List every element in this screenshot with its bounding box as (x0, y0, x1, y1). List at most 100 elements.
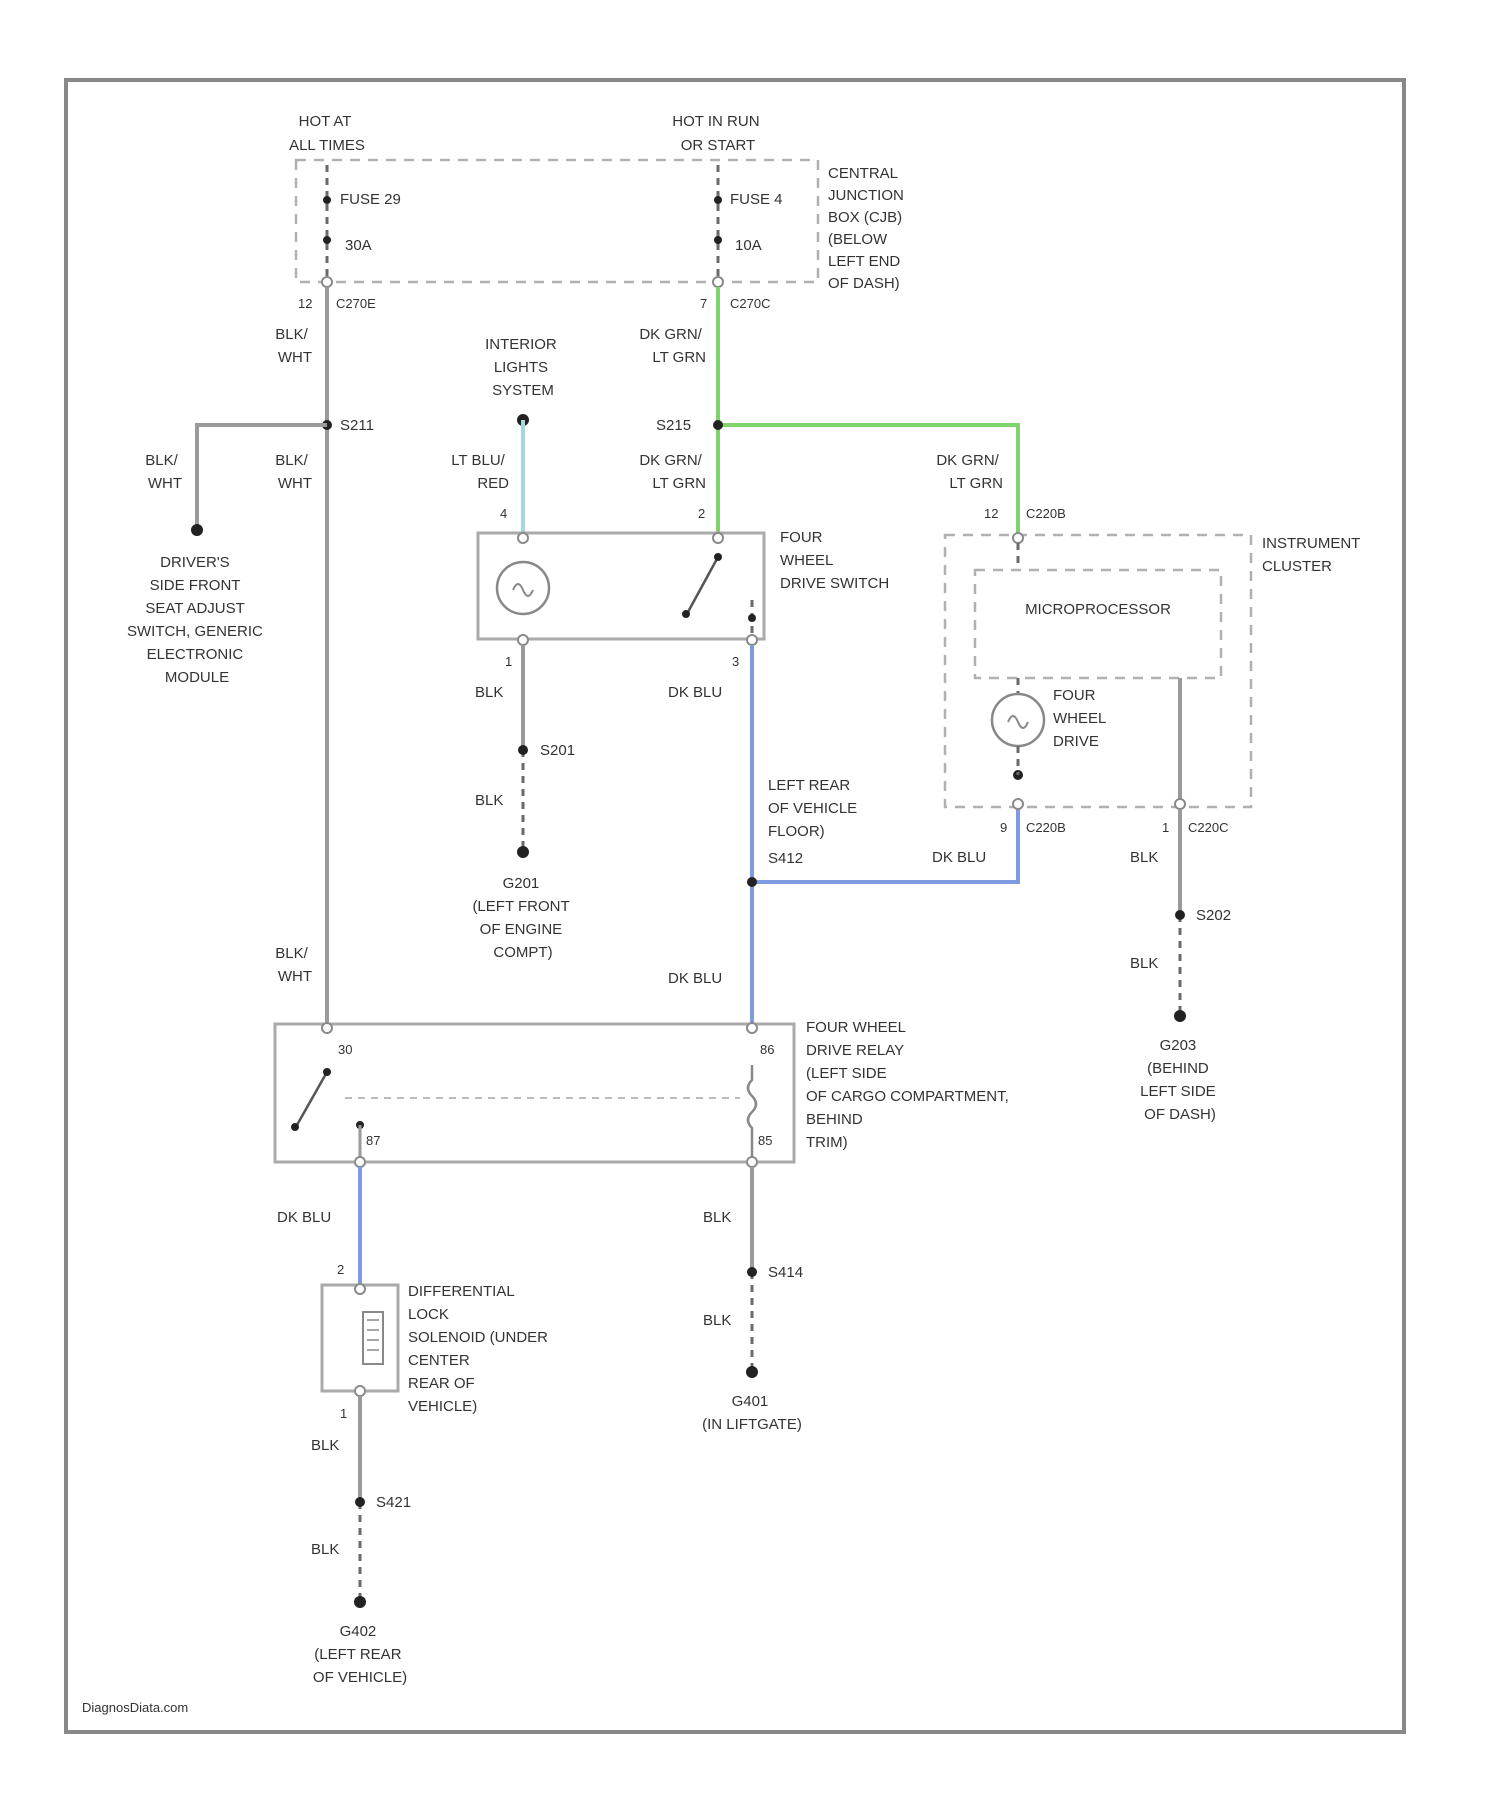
four-wheel-drive-indicator-label: FOUR WHEEL DRIVE (1053, 687, 1110, 750)
sw-pin-3: 3 (732, 654, 739, 669)
dk-blu-label-1: DK BLU (668, 684, 722, 701)
differential-lock-solenoid[interactable] (322, 1285, 398, 1391)
relay-pin-86: 86 (760, 1042, 774, 1057)
cjb-label: CENTRAL JUNCTION BOX (CJB) (BELOW LEFT E… (828, 165, 908, 292)
ground-g402 (354, 1596, 366, 1608)
dk-blu-label-2: DK BLU (932, 849, 986, 866)
dk-blu-label-4: DK BLU (277, 1209, 331, 1226)
ground-g203-label: G203 (BEHIND LEFT SIDE OF DASH) (1140, 1037, 1220, 1123)
splice-s412 (747, 877, 757, 887)
central-junction-box (296, 160, 818, 282)
instrument-cluster-label: INSTRUMENT CLUSTER (1262, 535, 1364, 575)
ic-pin-9: 9 (1000, 820, 1007, 835)
ic-connector-c220b-bottom: C220B (1026, 820, 1066, 835)
ground-g402-label: G402 (LEFT REAR OF VEHICLE) (313, 1623, 407, 1686)
splice-s211-label: S211 (340, 417, 374, 434)
blk-label-sol-1: BLK (311, 1437, 339, 1454)
blk-label-ic-2: BLK (1130, 955, 1158, 972)
dk-blu-label-3: DK BLU (668, 970, 722, 987)
relay-switch-pivot (323, 1068, 331, 1076)
fuse-29-terminal-bottom (323, 236, 331, 244)
c270c-pin-number: 7 (700, 296, 707, 311)
sw-pin-2: 2 (698, 506, 705, 521)
splice-s421-label: S421 (376, 1494, 411, 1511)
relay-pin-30: 30 (338, 1042, 352, 1057)
fuse-29-label: FUSE 29 (340, 191, 401, 208)
switch-contact-pivot (714, 553, 722, 561)
sol-pin-1: 1 (340, 1406, 347, 1421)
splice-s414-label: S414 (768, 1264, 803, 1281)
sw-pin-2-terminal (713, 533, 723, 543)
sol-pin-2: 2 (337, 1262, 344, 1277)
relay-pin-87: 87 (366, 1133, 380, 1148)
fuse-4-terminal-top (714, 196, 722, 204)
ground-g401-label: G401 (IN LIFTGATE) (702, 1393, 802, 1433)
blk-label-sol-2: BLK (311, 1541, 339, 1558)
blk-wht-label-4: BLK/ WHT (275, 945, 312, 985)
blk-label-relay-1: BLK (703, 1209, 731, 1226)
four-wheel-drive-relay[interactable] (275, 1024, 794, 1162)
splice-s215-label: S215 (656, 417, 691, 434)
splice-s201-label: S201 (540, 742, 575, 759)
blk-wht-label-3: BLK/ WHT (275, 452, 312, 492)
drivers-seat-connection-dot (191, 524, 203, 536)
c270e-connector-label: C270E (336, 296, 376, 311)
fuse-4-amp: 10A (735, 237, 762, 254)
footer-watermark: DiagnosDiata.com (82, 1700, 188, 1715)
switch-contact-end (682, 610, 690, 618)
microprocessor (975, 570, 1221, 678)
lt-blu-red-label: LT BLU/ RED (451, 452, 509, 492)
sw-pin-1-terminal (518, 635, 528, 645)
dk-grn-lt-grn-label-3: DK GRN/ LT GRN (936, 452, 1003, 492)
blk-label-relay-2: BLK (703, 1312, 731, 1329)
interior-lights-label: INTERIOR LIGHTS SYSTEM (485, 336, 561, 399)
sol-pin-2-terminal (355, 1284, 365, 1294)
fuse-29-amp: 30A (345, 237, 372, 254)
instrument-cluster[interactable] (945, 535, 1251, 807)
hot-all-times-label: HOT AT ALL TIMES (289, 113, 365, 154)
sol-pin-1-terminal (355, 1386, 365, 1396)
blk-label-sw-2: BLK (475, 792, 503, 809)
indicator-filament (1008, 716, 1028, 728)
ground-g201 (517, 846, 529, 858)
relay-switch-arm (297, 1072, 327, 1125)
fuse-29-terminal-top (323, 196, 331, 204)
c270c-pin (713, 277, 723, 287)
ground-g203 (1174, 1010, 1186, 1022)
sw-pin-1: 1 (505, 654, 512, 669)
splice-s215 (713, 420, 723, 430)
ic-connector-c220c: C220C (1188, 820, 1228, 835)
ic-pin-1: 1 (1162, 820, 1169, 835)
ground-g201-label: G201 (LEFT FRONT OF ENGINE COMPT) (472, 875, 573, 961)
relay-pin-85-terminal (747, 1157, 757, 1167)
splice-s412-label: S412 (768, 850, 803, 867)
ground-g401 (746, 1366, 758, 1378)
hot-run-start-label: HOT IN RUN OR START (672, 113, 763, 154)
blk-label-sw-1: BLK (475, 684, 503, 701)
splice-s202-label: S202 (1196, 907, 1231, 924)
differential-lock-solenoid-label: DIFFERENTIAL LOCK SOLENOID (UNDER CENTER… (408, 1283, 552, 1415)
dk-blu-wire-s412-branch (752, 807, 1018, 882)
s412-location-label: LEFT REAR OF VEHICLE FLOOR) (768, 777, 861, 840)
four-wheel-drive-relay-label: FOUR WHEEL DRIVE RELAY (LEFT SIDE OF CAR… (806, 1019, 1013, 1151)
microprocessor-label: MICROPROCESSOR (1025, 601, 1171, 618)
fuse-4-terminal-bottom (714, 236, 722, 244)
blk-wht-label-1: BLK/ WHT (275, 326, 312, 366)
sw-pin-4: 4 (500, 506, 507, 521)
splice-s201 (518, 745, 528, 755)
ic-pin-1-terminal (1175, 799, 1185, 809)
switch-contact-arm (688, 557, 718, 612)
relay-coil-icon (748, 1065, 756, 1162)
relay-pin-30-terminal (322, 1023, 332, 1033)
ic-pin-12: 12 (984, 506, 998, 521)
relay-pin-86-terminal (747, 1023, 757, 1033)
splice-s414 (747, 1267, 757, 1277)
dk-grn-lt-grn-label-2: DK GRN/ LT GRN (639, 452, 706, 492)
splice-s202 (1175, 910, 1185, 920)
solenoid-coil-windings (367, 1320, 379, 1350)
relay-pin-85: 85 (758, 1133, 772, 1148)
drivers-seat-module-label: DRIVER'S SIDE FRONT SEAT ADJUST SWITCH, … (127, 554, 267, 686)
fuse-4-label: FUSE 4 (730, 191, 783, 208)
bulb-filament (513, 584, 533, 596)
